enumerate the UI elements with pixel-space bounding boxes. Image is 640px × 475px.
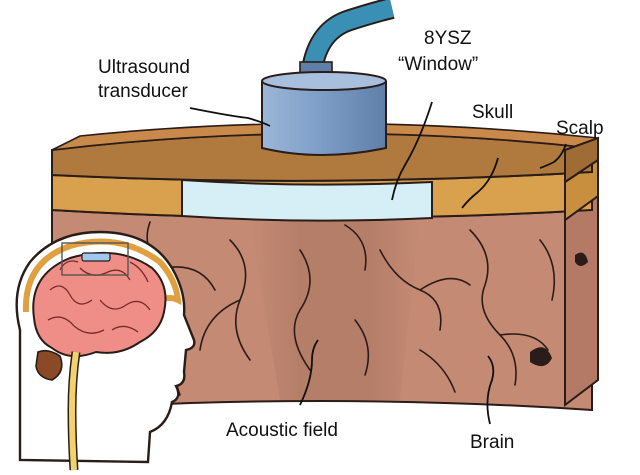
label-skull: Skull [472,102,513,123]
tissue-spot [530,347,552,367]
tissue-spot [575,252,588,266]
head-inset [15,230,196,471]
label-scalp: Scalp [556,118,604,139]
label-acoustic-field: Acoustic field [226,420,338,441]
brain-tissue-block [51,194,599,412]
leader-skull [461,157,499,209]
label-brain: Brain [470,432,514,453]
brain-folds [47,260,151,334]
inset-window-implant [81,252,111,262]
cerebellum [35,349,63,381]
leader-transducer [189,107,271,127]
label-window-line1: 8YSZ [424,28,472,49]
ultrasound-transducer [261,0,395,156]
label-window-line2: “Window” [398,54,478,75]
head-skull-outline [22,238,182,313]
label-transducer-line2: transducer [98,81,188,102]
ysz-window [181,178,433,222]
leader-brain [486,355,495,425]
leader-window [391,101,433,201]
scalp-layer [51,122,600,184]
leader-lines [189,101,567,425]
brain-icon [32,251,167,358]
label-transducer-line1: Ultrasound [98,57,190,78]
acoustic-field-beam [250,220,420,400]
leader-acoustic-field [299,339,319,406]
leader-scalp [539,143,567,169]
inset-selection-box [61,242,129,276]
